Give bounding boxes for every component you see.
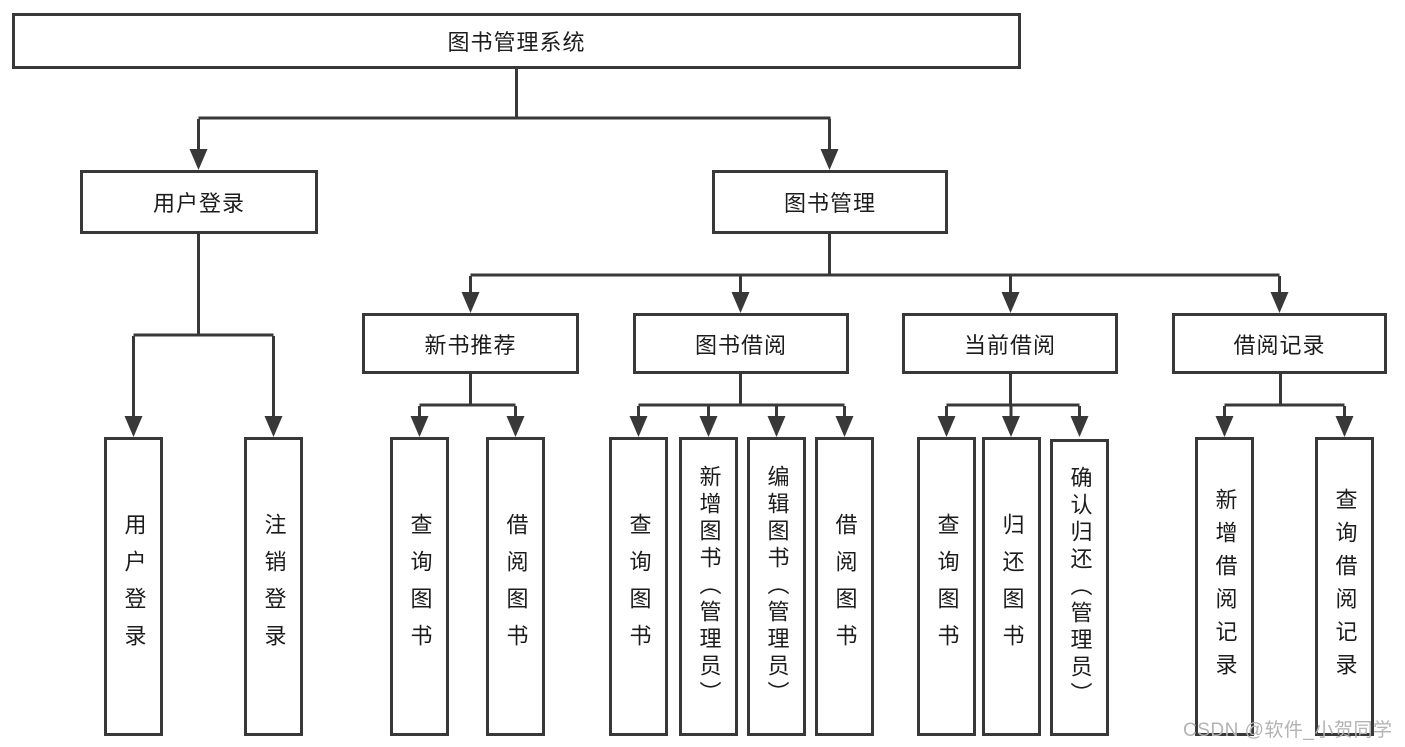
node-library-system-label: 图书管理系统 — [447, 30, 586, 55]
node-library-system: 图书管理系统 — [12, 13, 1021, 69]
leaf-confirm-return-admin: 确认归还（管理员） — [1050, 439, 1109, 736]
leaf-query-books-borrowing: 查询图书 — [609, 437, 668, 736]
leaf-logout-login: 注销登录 — [244, 437, 303, 736]
node-book-management-label: 图书管理 — [783, 191, 876, 216]
node-new-book-recommend-label: 新书推荐 — [424, 332, 517, 358]
node-current-borrowing-label: 当前借阅 — [963, 332, 1056, 358]
leaf-confirm-return-admin-label: 确认归还（管理员） — [1067, 466, 1093, 709]
leaf-query-books-recommend-label: 查询图书 — [407, 512, 433, 661]
node-user-login-branch-label: 用户登录 — [152, 191, 245, 216]
leaf-borrow-books-recommend: 借阅图书 — [486, 437, 545, 736]
leaf-query-books-current: 查询图书 — [917, 437, 976, 736]
leaf-borrow-books: 借阅图书 — [815, 437, 874, 736]
leaf-add-books-admin-label: 新增图书（管理员） — [696, 465, 722, 708]
node-user-login-branch: 用户登录 — [80, 170, 318, 234]
leaf-add-borrow-record: 新增借阅记录 — [1195, 437, 1254, 736]
leaf-edit-books-admin: 编辑图书（管理员） — [747, 437, 806, 736]
leaf-logout-login-label: 注销登录 — [261, 512, 287, 661]
node-borrowing-records: 借阅记录 — [1172, 313, 1387, 374]
leaf-add-borrow-record-label: 新增借阅记录 — [1212, 487, 1238, 686]
leaf-return-books: 归还图书 — [982, 437, 1041, 736]
leaf-query-borrow-record: 查询借阅记录 — [1315, 437, 1374, 736]
node-new-book-recommend: 新书推荐 — [362, 313, 579, 374]
leaf-user-login-label: 用户登录 — [121, 512, 147, 661]
leaf-query-borrow-record-label: 查询借阅记录 — [1332, 487, 1358, 686]
leaf-add-books-admin: 新增图书（管理员） — [679, 437, 738, 736]
leaf-query-books-borrowing-label: 查询图书 — [626, 512, 652, 661]
leaf-query-books-current-label: 查询图书 — [934, 512, 960, 661]
leaf-return-books-label: 归还图书 — [999, 512, 1025, 661]
node-book-borrowing-label: 图书借阅 — [694, 332, 787, 358]
leaf-user-login: 用户登录 — [104, 437, 163, 736]
leaf-query-books-recommend: 查询图书 — [390, 437, 449, 736]
leaf-borrow-books-label: 借阅图书 — [832, 512, 858, 661]
node-current-borrowing: 当前借阅 — [902, 313, 1118, 374]
node-book-management: 图书管理 — [712, 170, 948, 234]
node-book-borrowing: 图书借阅 — [633, 313, 849, 374]
leaf-borrow-books-recommend-label: 借阅图书 — [503, 512, 529, 661]
leaf-edit-books-admin-label: 编辑图书（管理员） — [764, 465, 790, 708]
node-borrowing-records-label: 借阅记录 — [1233, 332, 1326, 358]
csdn-watermark: CSDN @软件_小贺同学 — [1183, 720, 1393, 741]
